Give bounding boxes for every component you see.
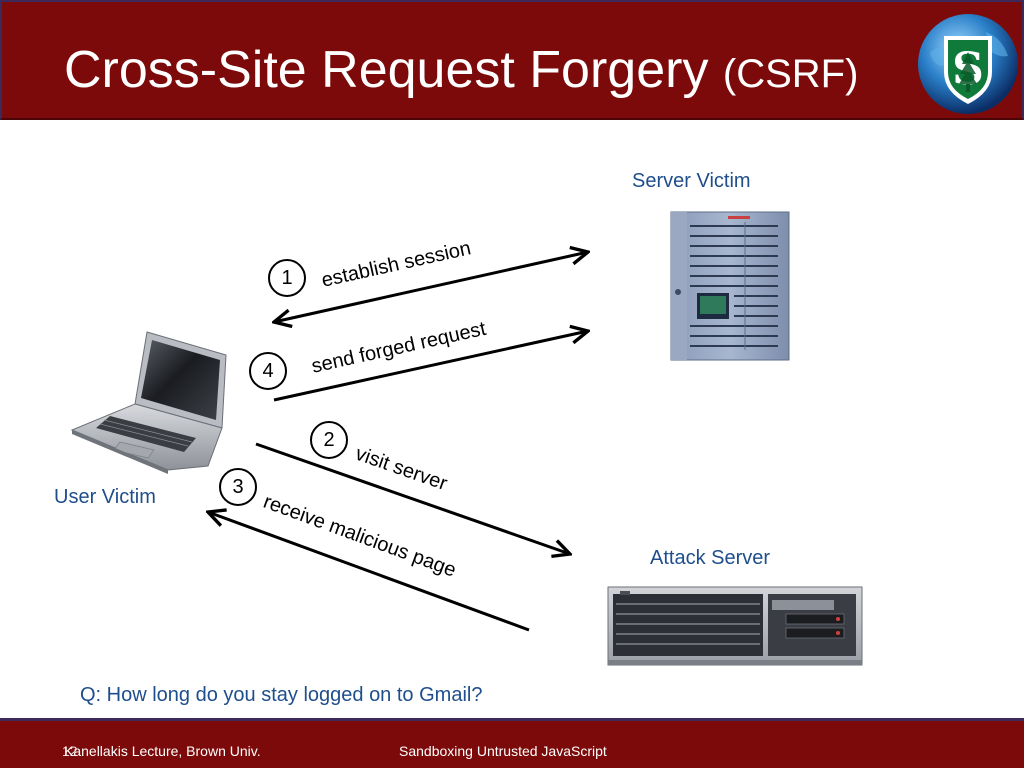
- step-3-badge: 3: [219, 468, 257, 506]
- question-text: Q: How long do you stay logged on to Gma…: [80, 684, 483, 706]
- slide-title: Cross-Site Request Forgery (CSRF): [64, 44, 858, 96]
- step-2-badge: 2: [310, 421, 348, 459]
- step-3-label: receive malicious page: [260, 490, 459, 582]
- step-2-label: visit server: [352, 442, 451, 495]
- step-4-label: send forged request: [309, 317, 488, 378]
- title-abbr: (CSRF): [722, 52, 859, 96]
- step-1-label: establish session: [319, 237, 473, 292]
- user-victim-label: User Victim: [54, 486, 156, 508]
- title-bar: Cross-Site Request Forgery (CSRF) S: [0, 0, 1024, 120]
- slide-number: 12: [62, 743, 78, 759]
- footer-center-text: Sandboxing Untrusted JavaScript: [399, 743, 607, 759]
- title-main: Cross-Site Request Forgery: [64, 41, 709, 99]
- footer-bar: 12 Kanellakis Lecture, Brown Univ. Sandb…: [0, 718, 1024, 768]
- step-4-badge: 4: [249, 352, 287, 390]
- footer-left-text: Kanellakis Lecture, Brown Univ.: [64, 743, 261, 759]
- stanford-logo-icon: S: [918, 14, 1018, 114]
- step-1-badge: 1: [268, 259, 306, 297]
- server-victim-label: Server Victim: [632, 170, 751, 192]
- attack-server-label: Attack Server: [650, 547, 771, 569]
